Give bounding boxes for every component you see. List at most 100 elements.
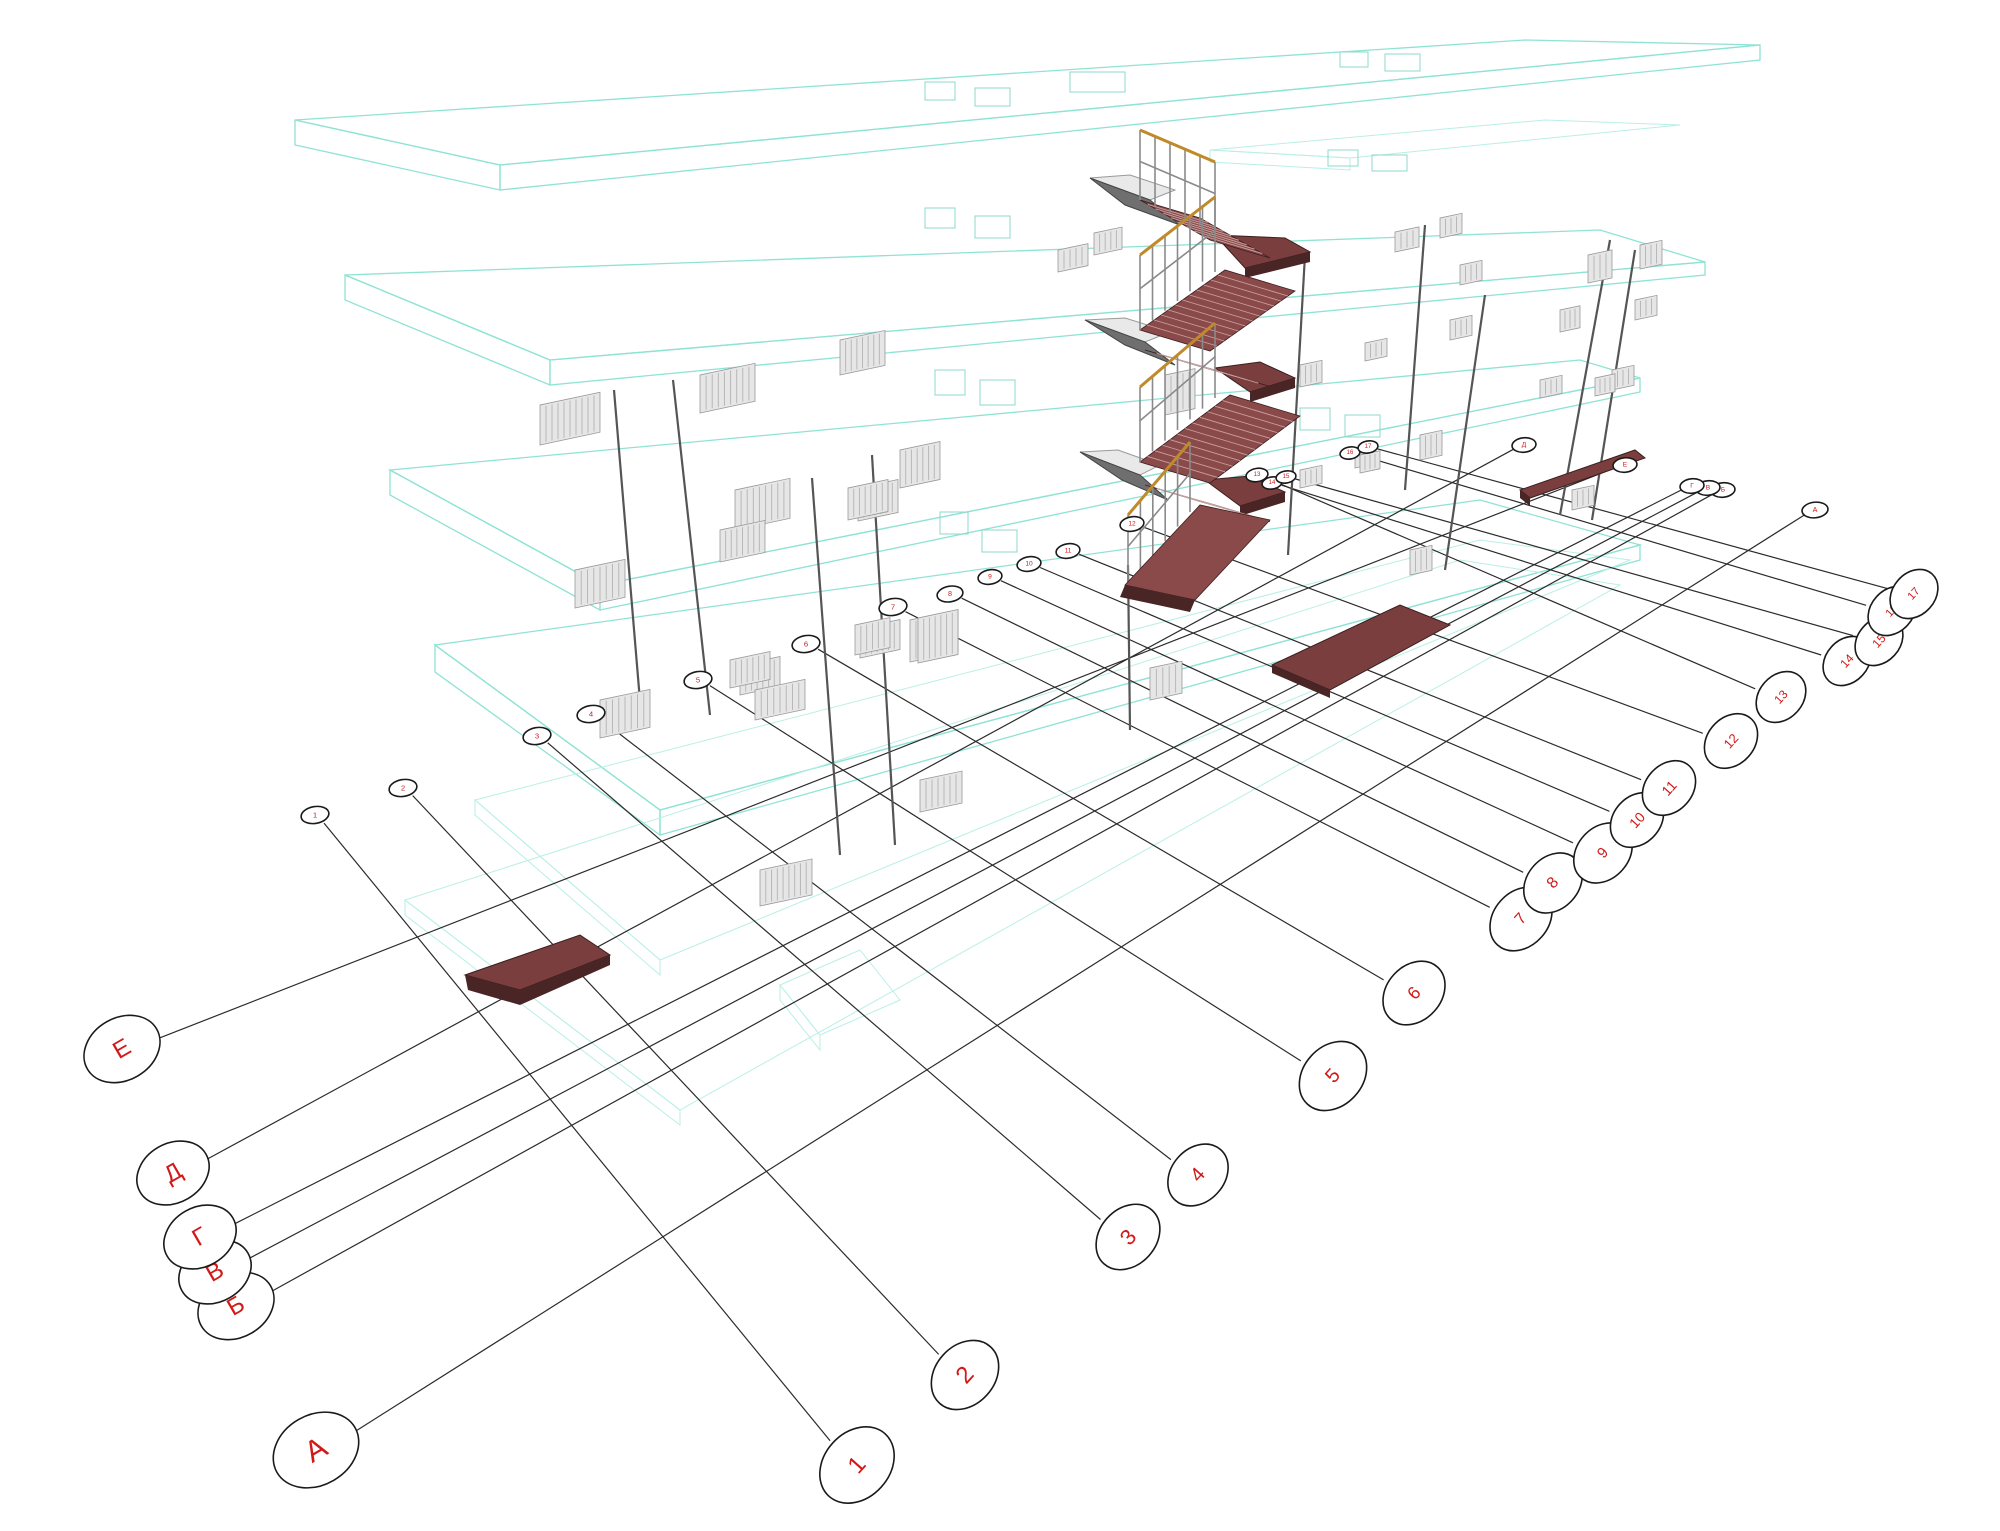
axis-line-let-3 [233, 489, 1682, 1225]
axis-label-num-15-far: 16 [1347, 450, 1354, 456]
axis-bubble-num-12-far: 13 [1245, 467, 1269, 483]
staircase [1079, 128, 1312, 612]
radiator [729, 651, 771, 689]
radiator [1459, 259, 1483, 286]
axis-bubble-num-10-far: 11 [1055, 542, 1081, 560]
radiator [539, 391, 601, 446]
radiator [1149, 660, 1183, 701]
stair-flight-2 [1139, 269, 1296, 352]
axis-bubble-num-14-far: 15 [1275, 470, 1297, 484]
radiator [839, 329, 886, 376]
axis-line-num-2 [547, 742, 1101, 1220]
radiator [1057, 243, 1089, 273]
radiator [1299, 464, 1323, 489]
grid-axis-lines [159, 448, 1889, 1442]
radiator [1299, 359, 1323, 388]
axis-line-let-1 [270, 493, 1713, 1293]
axis-label-num-10-far: 11 [1065, 548, 1072, 555]
axis-bubble-num-4-far: 5 [683, 670, 713, 690]
axis-label-num-6-far: 7 [891, 603, 895, 612]
radiator [699, 362, 756, 414]
radiator [734, 477, 791, 531]
axis-bubble-let-4-far: Д [1511, 436, 1537, 454]
ground-landing-left [463, 934, 612, 1005]
radiator [1634, 294, 1658, 321]
radiator [574, 558, 626, 609]
axis-bubble-let-4-near: Д [136, 1140, 210, 1206]
slab-level-4 [294, 39, 1761, 191]
axis-bubble-num-8-far: 9 [977, 568, 1003, 586]
axis-line-num-16 [1377, 448, 1889, 590]
stair-flight-top [1139, 199, 1271, 259]
handrail-2 [1139, 195, 1216, 330]
axis-bubbles: 1122334455667788991010111112121313141415… [83, 436, 1939, 1504]
axis-label-num-13-far: 14 [1269, 480, 1276, 486]
radiator [1571, 484, 1595, 511]
axis-label-num-16-far: 17 [1365, 444, 1372, 450]
radiator [1093, 226, 1123, 256]
axis-line-let-5 [159, 467, 1615, 1039]
axis-label-let-3-far: Г [1690, 483, 1694, 490]
axis-bubble-num-15-far: 16 [1339, 446, 1361, 460]
axis-label-let-0-far: А [1813, 506, 1818, 514]
radiator [1409, 544, 1433, 576]
radiator [599, 688, 651, 739]
radiator [1439, 212, 1463, 239]
radiator [1611, 364, 1635, 391]
axis-label-num-12-far: 13 [1254, 472, 1261, 478]
handrail-3 [1139, 321, 1216, 462]
axis-label-num-14-far: 15 [1283, 474, 1290, 480]
radiator [917, 609, 959, 664]
axis-bubble-num-16-near: 17 [1889, 568, 1939, 620]
radiator [1394, 226, 1420, 253]
axis-label-num-5-far: 6 [804, 640, 808, 649]
axis-bubble-num-3-near: 4 [1167, 1143, 1229, 1207]
axis-bubble-num-1-far: 2 [388, 778, 418, 798]
axis-line-let-2 [248, 491, 1698, 1260]
vent-boxes [924, 51, 1421, 553]
axis-line-num-0 [323, 822, 831, 1442]
radiator [899, 441, 941, 489]
radiator [1587, 249, 1613, 284]
axis-line-let-4 [206, 448, 1514, 1161]
axis-label-let-5-far: Е [1623, 462, 1628, 469]
radiator [754, 678, 806, 721]
axis-label-num-7-far: 8 [948, 590, 952, 598]
axis-line-num-15 [1359, 454, 1867, 606]
axis-label-let-1-far: Б [1721, 487, 1725, 494]
axis-label-let-2-far: В [1706, 485, 1711, 492]
axis-bubble-num-10-near: 11 [1641, 759, 1697, 817]
axis-bubble-num-0-near: 1 [819, 1426, 895, 1504]
axis-label-num-9-far: 10 [1025, 561, 1033, 568]
axis-bubble-let-0-near: А [272, 1411, 360, 1489]
axis-bubble-let-3-far: Г [1679, 477, 1705, 495]
axis-label-num-2-far: 3 [535, 732, 539, 741]
axis-line-let-0 [353, 514, 1805, 1433]
radiator [854, 617, 891, 656]
radiator [847, 479, 889, 521]
axis-bubble-num-5-near: 6 [1382, 960, 1446, 1026]
axis-bubble-num-12-near: 13 [1755, 670, 1807, 724]
axis-bubble-let-5-near: Е [83, 1014, 161, 1084]
axis-label-num-11-far: 12 [1128, 521, 1136, 528]
radiator [1594, 373, 1616, 397]
radiator [1364, 337, 1388, 362]
slab-level-1 [403, 499, 1643, 1127]
radiator [759, 858, 813, 907]
axis-line-num-8 [1000, 580, 1574, 844]
axis-bubble-num-1-near: 2 [930, 1339, 1000, 1411]
axis-label-num-3-far: 4 [589, 710, 594, 719]
axis-line-num-3 [601, 719, 1172, 1161]
axis-bubble-num-6-far: 7 [878, 597, 908, 617]
axis-bubble-num-3-far: 4 [576, 704, 606, 724]
axis-label-num-0-far: 1 [313, 811, 317, 820]
stair-flight-3 [1139, 394, 1301, 484]
axis-line-num-5 [817, 648, 1384, 981]
axis-label-let-4-far: Д [1522, 442, 1527, 449]
axis-bubble-let-0-far: А [1801, 501, 1829, 519]
axis-line-num-7 [961, 597, 1524, 873]
radiator [1419, 429, 1443, 461]
radiator [1559, 305, 1581, 333]
axis-bubble-num-4-near: 5 [1298, 1040, 1368, 1112]
axis-bubble-num-2-far: 3 [522, 726, 552, 746]
